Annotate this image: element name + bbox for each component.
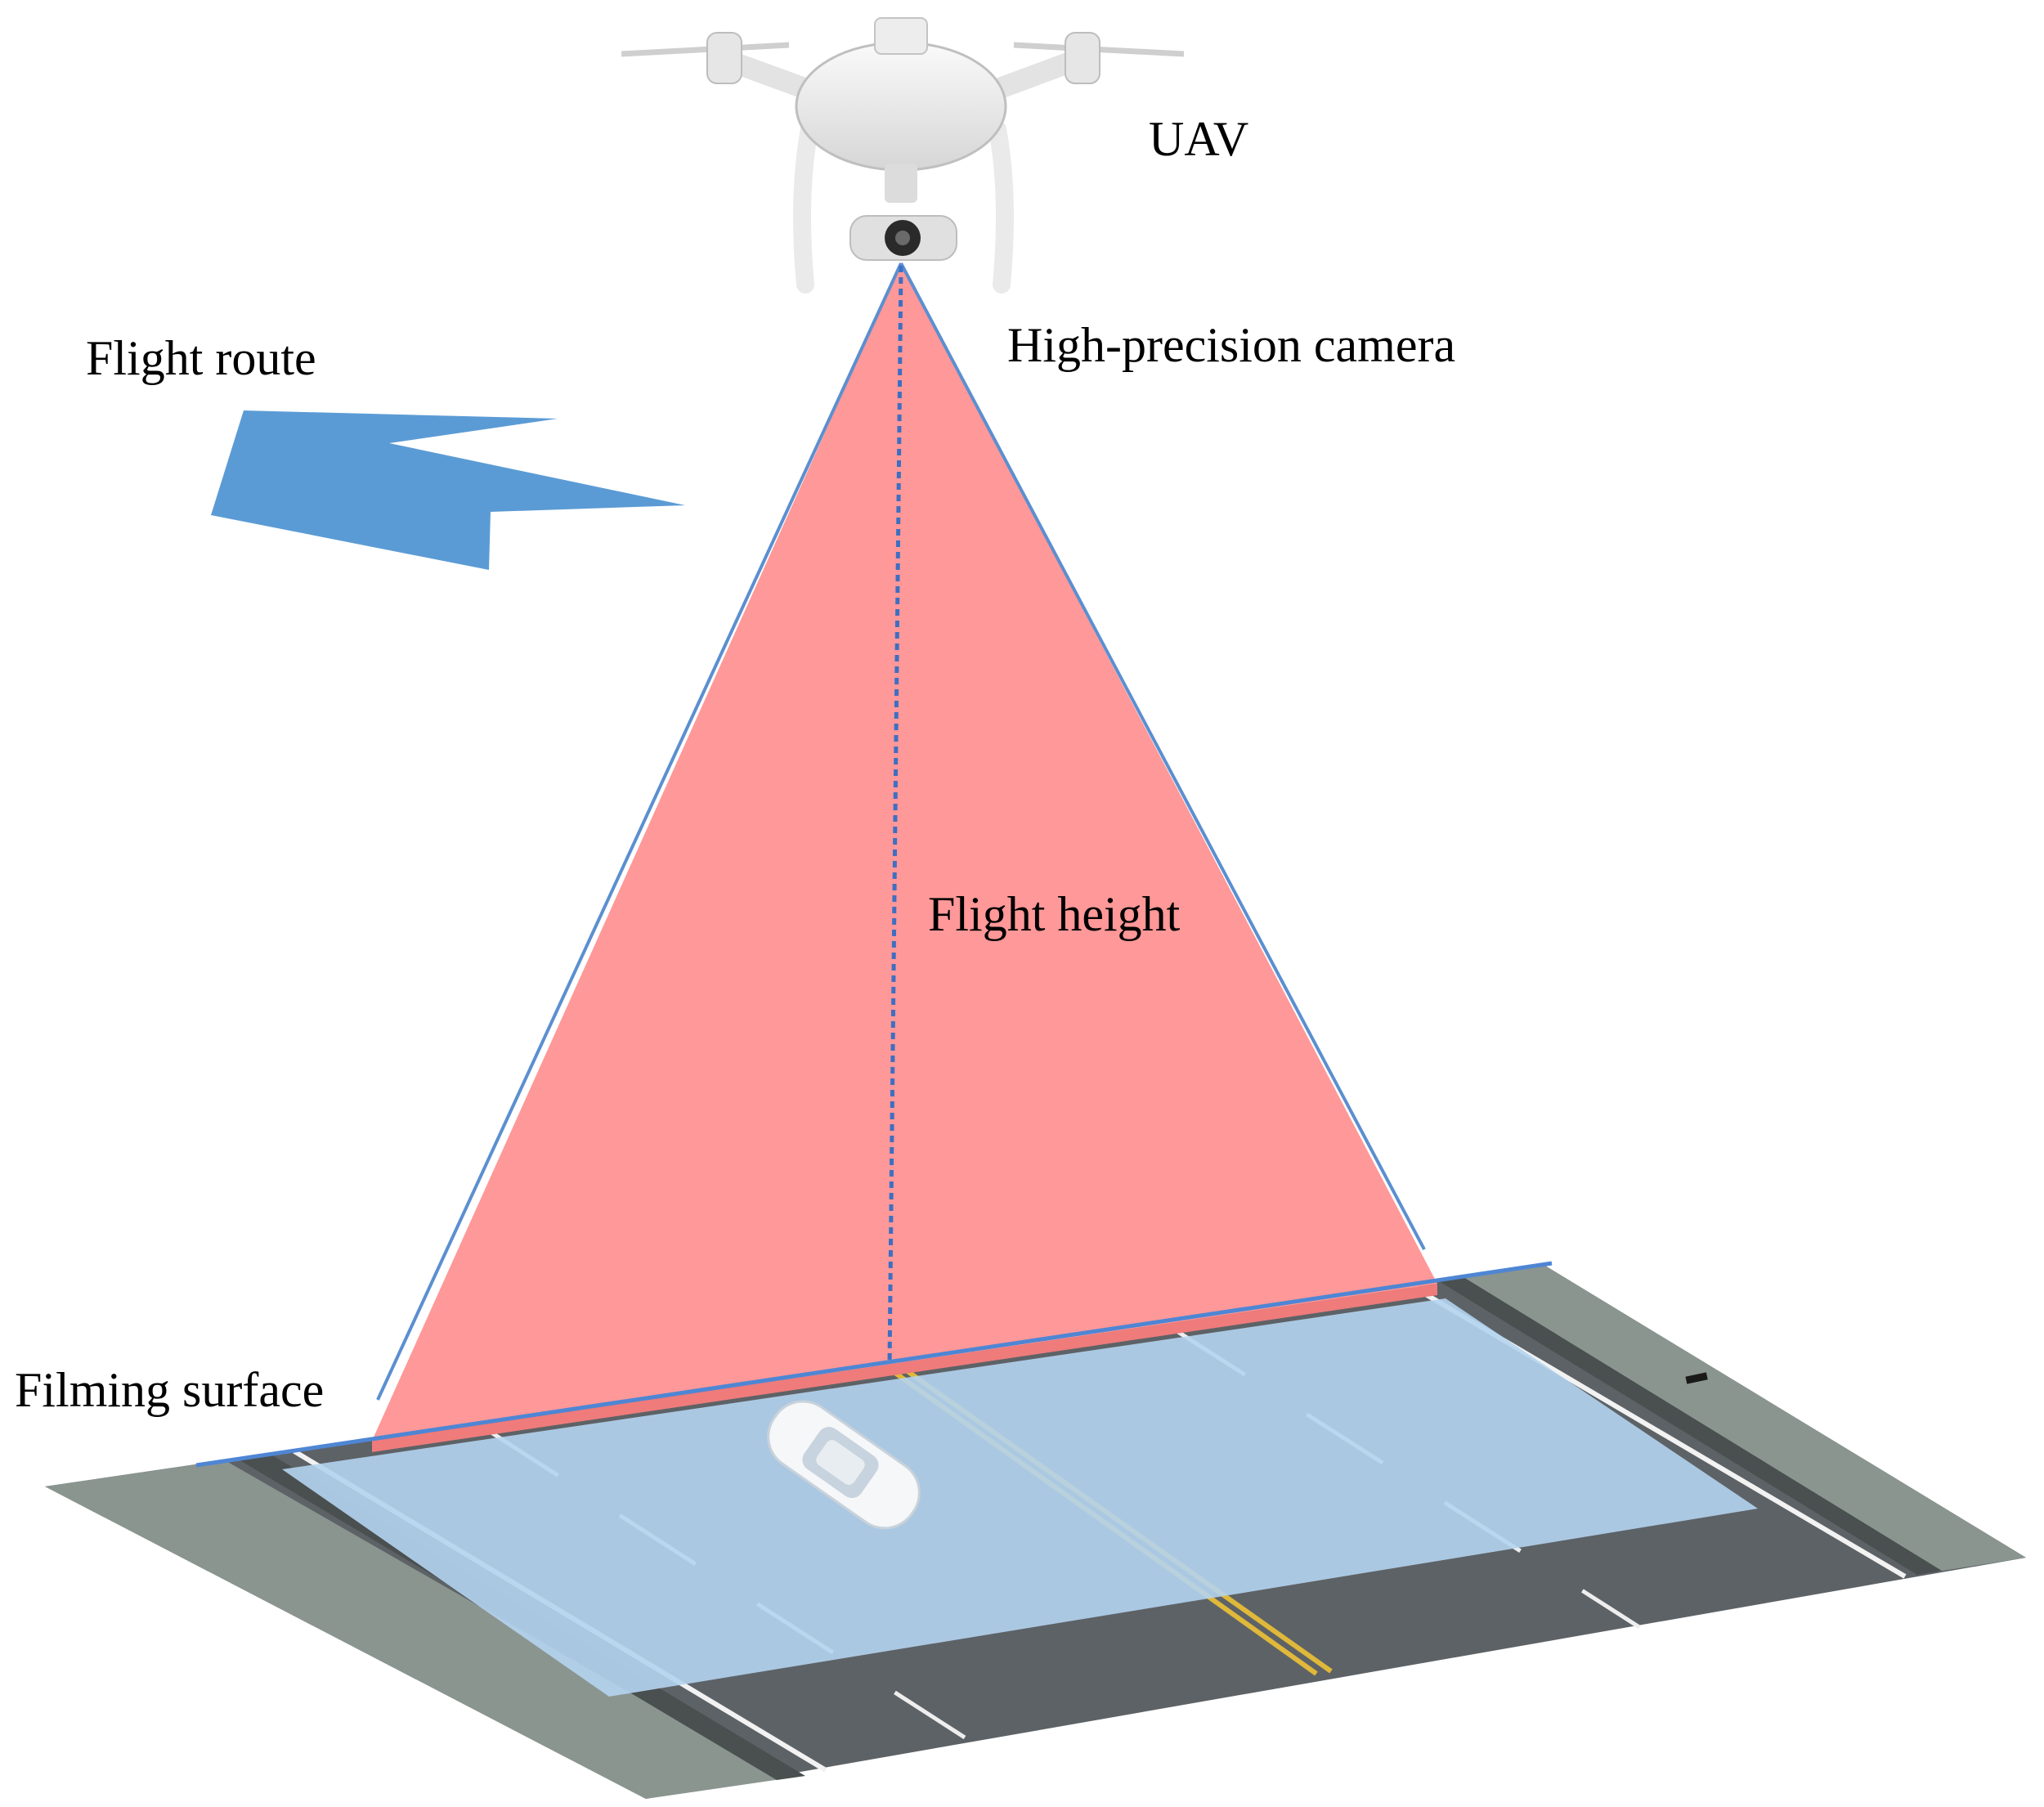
capture-area xyxy=(282,1298,1758,1697)
filming-surface-label: Filming surface xyxy=(15,1363,325,1417)
uav-label: UAV xyxy=(1149,112,1249,166)
camera-label: High-precision camera xyxy=(1007,318,1456,372)
flight-route-arrow xyxy=(211,410,685,570)
cone-left-edge xyxy=(376,262,903,1401)
cone-right-edge xyxy=(899,262,1426,1250)
flight-route-label: Flight route xyxy=(86,331,316,385)
car-icon xyxy=(767,1400,921,1530)
camera-cone xyxy=(372,263,1437,1441)
filming-surface-edge xyxy=(195,1261,1553,1468)
cone-base-edge xyxy=(372,1284,1437,1452)
quadcopter-drone-icon xyxy=(621,17,1185,294)
flight-height-label: Flight height xyxy=(928,887,1181,941)
